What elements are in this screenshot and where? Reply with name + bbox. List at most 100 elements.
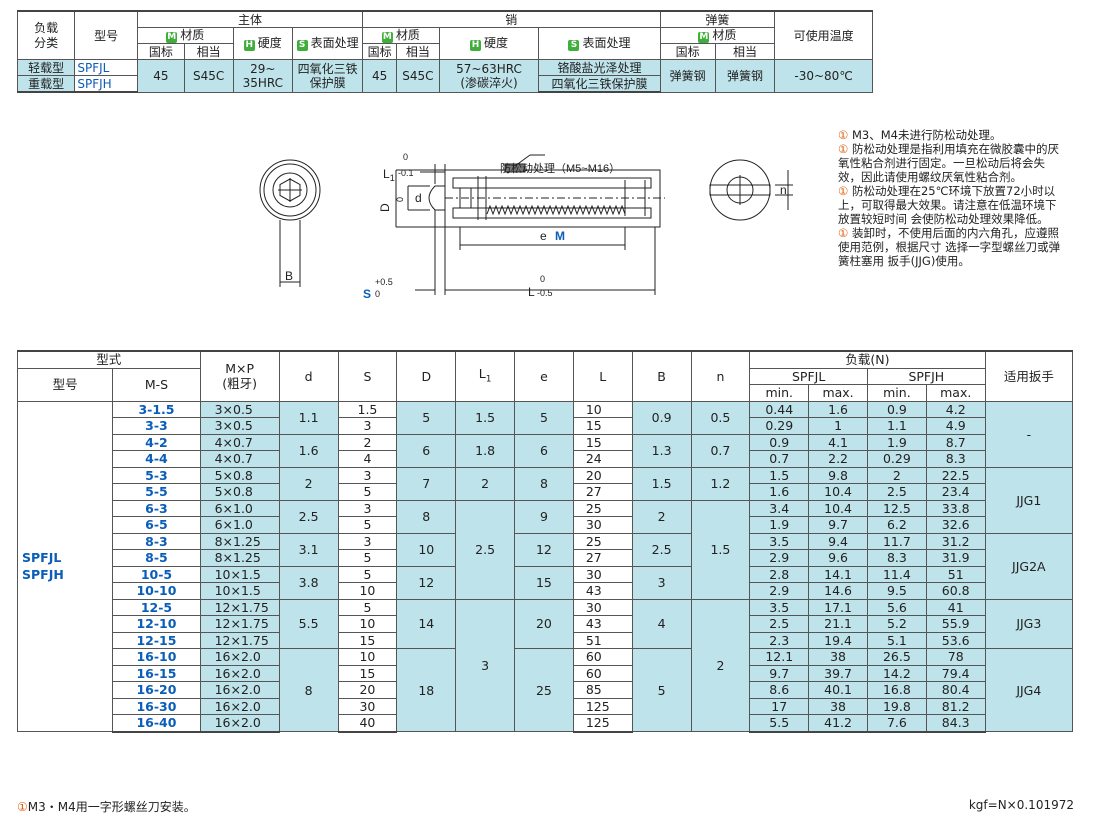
mp-value: 16×2.0 bbox=[199, 714, 280, 733]
n-value: 1.5 bbox=[690, 499, 751, 600]
spfjh-max: 31.9 bbox=[925, 549, 986, 567]
B-value: 5 bbox=[631, 648, 692, 732]
mp-value: 8×1.25 bbox=[199, 532, 280, 550]
mp-value: 12×1.75 bbox=[199, 615, 280, 633]
spfjl-min: 17 bbox=[749, 697, 810, 715]
S-tol-top: +0.5 bbox=[375, 277, 393, 287]
spfjh-min: 6.2 bbox=[866, 516, 927, 534]
s-value: 10 bbox=[337, 582, 398, 600]
spring-coil bbox=[486, 204, 626, 216]
mp-value: 12×1.75 bbox=[199, 631, 280, 649]
spfjh-max: 8.7 bbox=[925, 433, 986, 451]
spfjl-min: 2.3 bbox=[749, 631, 810, 649]
s-value: 15 bbox=[337, 664, 398, 682]
form-header: 型式 bbox=[17, 350, 201, 369]
body-equiv: S45C bbox=[183, 59, 234, 93]
spfjh-min: 5.1 bbox=[866, 631, 927, 649]
spfjl-min: 2.8 bbox=[749, 565, 810, 583]
e-value: 9 bbox=[514, 499, 574, 534]
spfjh-min: 7.6 bbox=[866, 714, 927, 733]
pin-gb: 45 bbox=[362, 59, 398, 93]
spfjl-min: 0.9 bbox=[749, 433, 810, 451]
L-value: 27 bbox=[572, 483, 633, 501]
ms-code: 12-10 bbox=[112, 615, 201, 633]
pin-header: 销 bbox=[362, 10, 661, 28]
row1-class: 轻载型 bbox=[16, 59, 76, 76]
model-name: SPFJL bbox=[22, 550, 62, 566]
spfjh-min: 19.8 bbox=[866, 697, 927, 715]
spfjl-max: 9.6 bbox=[808, 549, 868, 567]
warning-icon: ① bbox=[838, 226, 849, 240]
ms-code: 6-5 bbox=[112, 516, 201, 534]
s-value: 5 bbox=[337, 516, 398, 534]
wrench-header: 适用扳手 bbox=[984, 350, 1074, 402]
n-value: 0.7 bbox=[690, 433, 751, 468]
mp-value: 5×0.8 bbox=[199, 483, 280, 501]
pin-surface-1: 铬酸盐光泽处理 bbox=[538, 59, 661, 76]
s-value: 2 bbox=[337, 433, 398, 451]
ms-code: 16-10 bbox=[112, 648, 201, 666]
spfjl-min: 3.5 bbox=[749, 598, 810, 616]
pin-surface-2: 四氧化三铁保护膜 bbox=[538, 75, 661, 93]
L-value: 27 bbox=[572, 549, 633, 567]
surface-badge-icon: S bbox=[296, 40, 308, 51]
L-value: 20 bbox=[572, 466, 633, 484]
spfjl-max: 1 bbox=[808, 417, 868, 435]
warning-icon: ① bbox=[838, 142, 849, 156]
spfjl-min: 0.44 bbox=[749, 400, 810, 418]
l1-dim-label: L1 bbox=[383, 167, 395, 183]
anti-loose-label: 防松动处理（M5~M16） bbox=[500, 161, 620, 175]
spec-table: 型式 M×P(粗牙) d S D L1 e L B n 负载(N) 适用扳手 型… bbox=[16, 350, 1074, 733]
end-view-slot bbox=[709, 159, 793, 221]
load-class-header: 负载 分类 bbox=[16, 10, 76, 60]
ms-code: 3-1.5 bbox=[112, 400, 201, 418]
mp-value: 10×1.5 bbox=[199, 565, 280, 583]
wrench-value: JJG1 bbox=[984, 466, 1074, 534]
e-value: 8 bbox=[514, 466, 574, 501]
D-value: 6 bbox=[396, 433, 457, 468]
row2-class: 重载型 bbox=[16, 75, 76, 93]
L-value: 125 bbox=[572, 697, 633, 715]
e-dim-label: e bbox=[540, 229, 547, 243]
D-value: 18 bbox=[396, 648, 457, 732]
B-value: 0.9 bbox=[631, 400, 692, 435]
s-value: 3 bbox=[337, 417, 398, 435]
spfjh-min: 9.5 bbox=[866, 582, 927, 600]
hardness-badge-icon: H bbox=[470, 40, 481, 51]
wrench-value: JJG4 bbox=[984, 648, 1074, 732]
L1-value: 1.8 bbox=[455, 433, 516, 468]
mp-value: 5×0.8 bbox=[199, 466, 280, 484]
S-dim-label: S bbox=[363, 287, 371, 301]
L-value: 51 bbox=[572, 631, 633, 649]
mp-value: 6×1.0 bbox=[199, 516, 280, 534]
d-value: 1.6 bbox=[278, 433, 339, 468]
B-header: B bbox=[631, 350, 692, 402]
spfjh-max: 51 bbox=[925, 565, 986, 583]
surface-badge-icon: S bbox=[568, 40, 580, 51]
spfjh-min: 2.5 bbox=[866, 483, 927, 501]
s-value: 5 bbox=[337, 565, 398, 583]
wrench-value: - bbox=[984, 400, 1074, 468]
row2-model: SPFJH bbox=[74, 75, 138, 93]
B-value: 4 bbox=[631, 598, 692, 649]
L1-value: 1.5 bbox=[455, 400, 516, 435]
body-gb-header: 国标 bbox=[137, 43, 185, 60]
spfjl-header: SPFJL bbox=[749, 367, 868, 385]
L-value: 25 bbox=[572, 499, 633, 517]
n-value: 2 bbox=[690, 598, 751, 732]
spfjl-max: 9.8 bbox=[808, 466, 868, 484]
mp-value: 6×1.0 bbox=[199, 499, 280, 517]
hardness-badge-icon: H bbox=[243, 40, 255, 51]
s-value: 15 bbox=[337, 631, 398, 649]
s-value: 1.5 bbox=[337, 400, 398, 418]
spfjl-min: 1.5 bbox=[749, 466, 810, 484]
ms-code: 5-5 bbox=[112, 483, 201, 501]
